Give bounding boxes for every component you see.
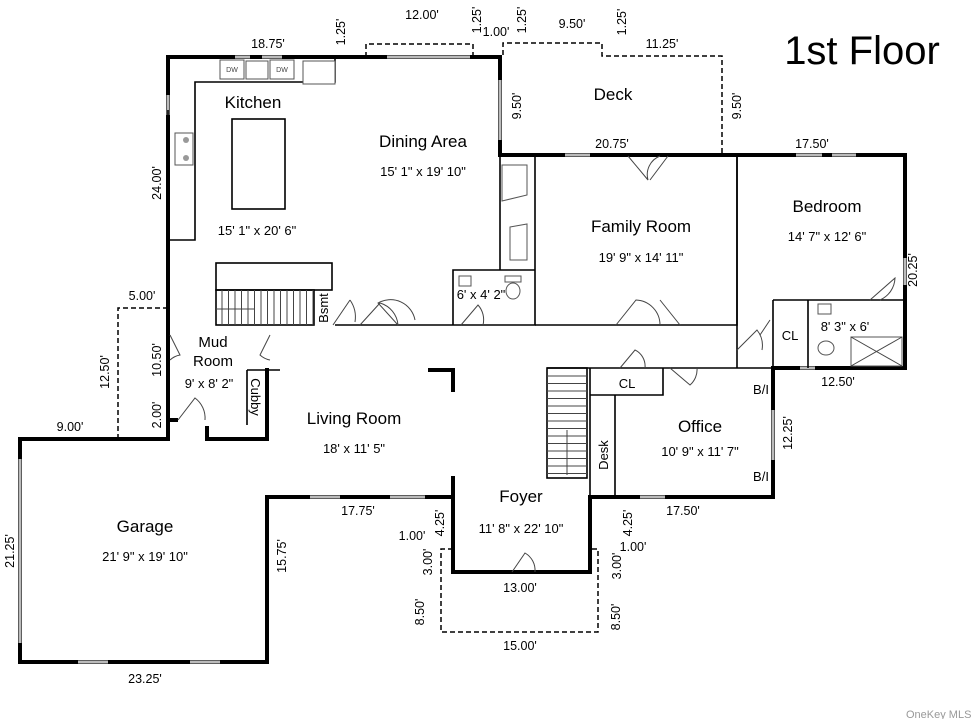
room-name-living: Living Room (307, 409, 402, 428)
room-name-hall-closet: CL (619, 376, 636, 391)
dimension: 9.00' (57, 420, 84, 434)
dimension: 12.50' (821, 375, 855, 389)
dishwasher-label: DW (276, 67, 288, 74)
doors (169, 155, 896, 573)
dimension: 13.00' (503, 581, 537, 595)
counter (215, 262, 333, 291)
dimension: 3.00' (421, 549, 435, 576)
dimension: 20.25' (906, 253, 920, 287)
dimension: 1.25' (334, 19, 348, 46)
dimension: 8.50' (413, 599, 427, 626)
kitchen-fixtures: DW DW (174, 59, 336, 291)
room-name-deck: Deck (594, 85, 633, 104)
room-name-office: Office (678, 417, 722, 436)
room-size-living: 18' x 11' 5" (323, 441, 385, 456)
dimension: 1.25' (515, 7, 529, 34)
dimension: 1.25' (615, 9, 629, 36)
dishwasher-label: DW (226, 67, 238, 74)
dimension: 21.25' (3, 534, 17, 568)
room-name-desk: Desk (596, 440, 611, 470)
room-name-kitchen: Kitchen (225, 93, 282, 112)
windows (18, 55, 907, 664)
room-name-mud: Mud (198, 334, 227, 351)
dimension: 17.50' (666, 504, 700, 518)
room-size-bedroom: 14' 7" x 12' 6" (788, 229, 867, 244)
builtin-label: B/I (753, 469, 769, 484)
fireplaces (501, 164, 528, 261)
room-size-foyer: 11' 8" x 22' 10" (479, 521, 564, 536)
room-size-dining: 15' 1" x 19' 10" (380, 164, 466, 179)
bath-fixtures (458, 275, 903, 367)
watermark: OneKey MLS (906, 709, 971, 719)
sink-icon (817, 303, 832, 315)
room-size-garage: 21' 9" x 19' 10" (102, 549, 188, 564)
dishwasher-1 (219, 59, 245, 80)
dimension: 24.00' (150, 166, 164, 200)
dimension: 15.75' (275, 539, 289, 573)
stair-outline (215, 289, 315, 326)
dimension: 2.00' (150, 402, 164, 429)
dimension: 18.75' (251, 37, 285, 51)
toilet-icon (817, 340, 835, 356)
dimension: 8.50' (609, 604, 623, 631)
dimension: 4.25' (621, 510, 635, 537)
dimension: 23.25' (128, 672, 162, 686)
dimension: 1.00' (620, 540, 647, 554)
dimension: 12.25' (781, 416, 795, 450)
room-size-family: 19' 9" x 14' 11" (599, 250, 684, 265)
room-name-foyer: Foyer (499, 487, 543, 506)
dimension: 11.25' (646, 37, 679, 51)
dimension: 20.75' (595, 137, 629, 151)
builtin-label: B/I (753, 382, 769, 397)
refrigerator-icon (302, 60, 336, 85)
sink-icon (245, 60, 269, 80)
stair-outline (546, 367, 588, 479)
room-name-dining: Dining Area (379, 132, 467, 151)
dimension: 1.00' (483, 25, 510, 39)
room-size-mud: 9' x 8' 2" (185, 376, 234, 391)
dimension: 15.00' (503, 639, 537, 653)
room-name-mud-2: Room (193, 353, 233, 370)
room-name-family: Family Room (591, 217, 691, 236)
deck-outline (117, 42, 723, 633)
dimension-labels: 18.75' 1.25' 12.00' 1.25' 1.00' 1.25' 9.… (3, 7, 920, 686)
dishwasher-2 (269, 59, 295, 80)
floor-title: 1st Floor (784, 29, 940, 73)
kitchen-island (231, 118, 286, 210)
dimension: 4.25' (433, 510, 447, 537)
room-name-garage: Garage (117, 517, 174, 536)
dimension: 1.25' (470, 7, 484, 34)
sink-icon (458, 275, 472, 287)
room-name-bed-closet: CL (782, 328, 799, 343)
dimension: 12.50' (98, 355, 112, 389)
room-size-kitchen: 15' 1" x 20' 6" (218, 223, 297, 238)
toilet-icon (505, 282, 521, 300)
dimension: 9.50' (559, 17, 586, 31)
dimension: 9.50' (510, 93, 524, 120)
dimension: 10.50' (150, 343, 164, 377)
dimension: 12.00' (405, 8, 439, 22)
room-size-bath: 8' 3" x 6' (821, 319, 870, 334)
room-name-bedroom: Bedroom (793, 197, 862, 216)
room-size-half-bath: 6' x 4' 2" (457, 287, 506, 302)
dimension: 17.75' (341, 504, 375, 518)
room-name-bsmt: Bsmt (316, 293, 331, 323)
main-stairs (546, 367, 588, 479)
basement-stairs (215, 289, 315, 326)
dimension: 1.00' (399, 529, 426, 543)
dimension: 5.00' (129, 289, 156, 303)
room-labels: Kitchen 15' 1" x 20' 6" Dining Area 15' … (102, 85, 869, 564)
dimension: 9.50' (730, 93, 744, 120)
dimension: 3.00' (610, 553, 624, 580)
dimension: 17.50' (795, 137, 829, 151)
room-size-office: 10' 9" x 11' 7" (661, 444, 739, 459)
room-name-cubby: Cubby (248, 378, 263, 416)
